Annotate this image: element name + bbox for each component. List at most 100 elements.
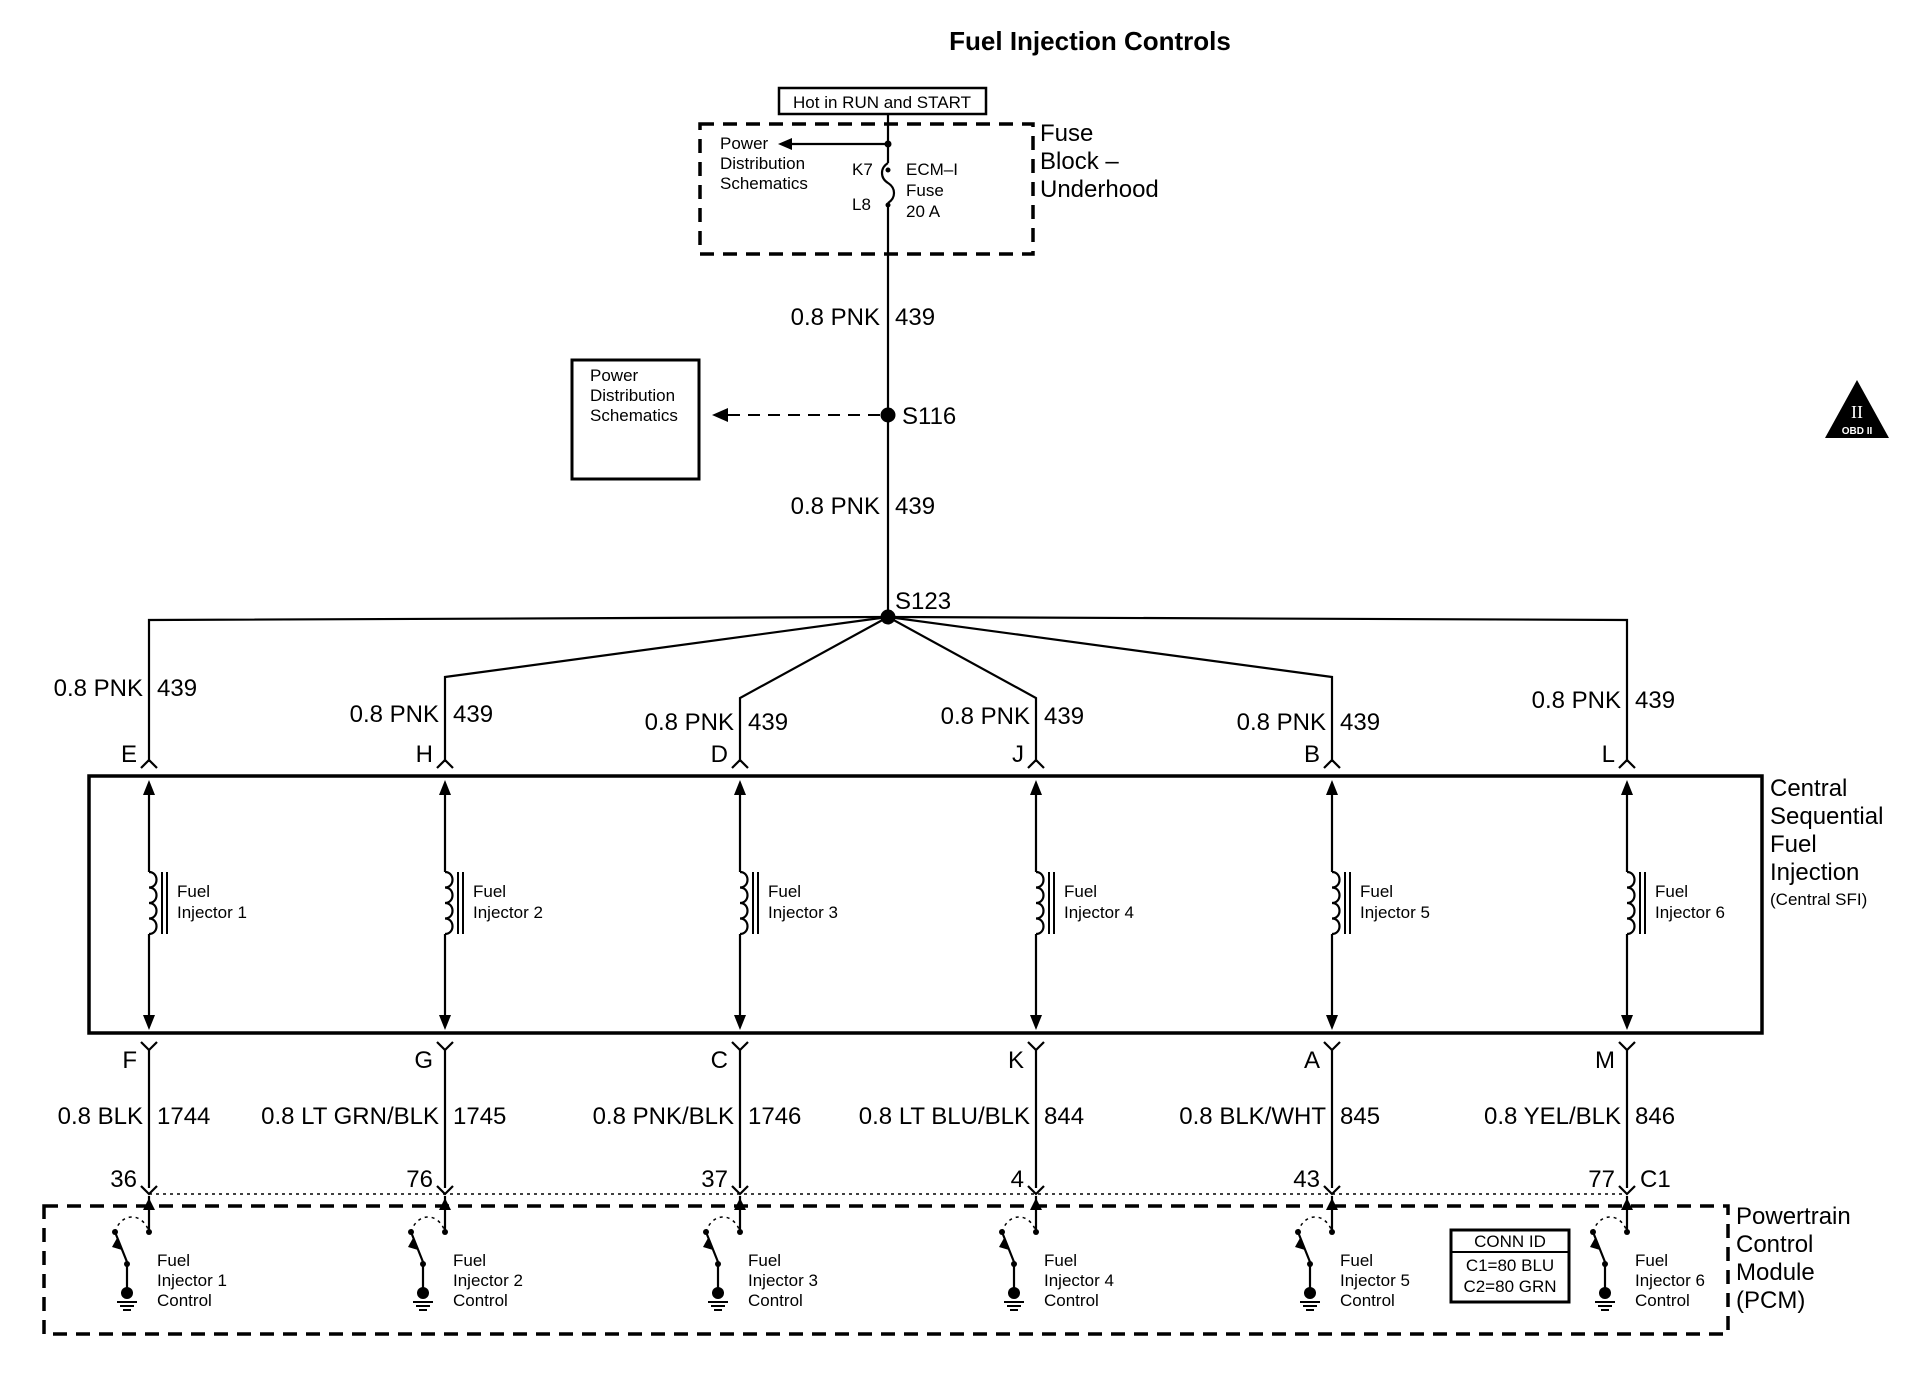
injector-name-2: Fuel — [473, 882, 506, 901]
bottom-connector-terminal-5 — [1323, 1041, 1341, 1052]
sfi-module-outline — [87, 774, 1764, 1035]
switch-dotted-link-3 — [705, 1216, 741, 1233]
feed-wire-6 — [887, 615, 1629, 762]
fuse-label-line-3: 20 A — [906, 202, 941, 221]
pcm-lead-arrow-2 — [439, 1198, 451, 1210]
fuse-power-ref-line-1: Power — [720, 134, 769, 153]
injector-coil-icon-3 — [739, 870, 749, 936]
injector-coil-icon-5 — [1331, 870, 1341, 936]
pcm-lead-arrow-3 — [734, 1198, 746, 1210]
lead-arrow-up-5 — [1326, 780, 1338, 795]
control-label-2-2: Injector 2 — [453, 1271, 523, 1290]
fuse-label-line-2: Fuse — [906, 181, 944, 200]
sfi-module-name-line-3: Fuel — [1770, 831, 1817, 858]
sfi-module-name-line-1: Central — [1770, 775, 1847, 802]
switch-blade-5 — [1296, 1231, 1312, 1263]
pcm-outline — [42, 1204, 1730, 1336]
bottom-pin-label-1: F — [122, 1047, 137, 1074]
top-connector-terminal-4 — [1027, 758, 1045, 769]
switch-contact-top-6 — [1624, 1229, 1630, 1235]
top-circuit-label-6: 439 — [1635, 687, 1675, 714]
fuse-block-name-line-1: Fuse — [1040, 120, 1093, 147]
top-wire-label-4: 0.8 PNK — [941, 703, 1030, 730]
switch-contact-top-1 — [146, 1229, 152, 1235]
control-label-6-3: Control — [1635, 1291, 1690, 1310]
power-ref-box-line-3: Schematics — [590, 406, 678, 425]
top-circuit-label-3: 439 — [748, 709, 788, 736]
lead-arrow-up-3 — [734, 780, 746, 795]
splice-s123-label: S123 — [895, 588, 951, 615]
power-ref-box — [570, 358, 701, 481]
obd-ii-text: OBD II — [1842, 426, 1873, 437]
diagram-title: Fuel Injection Controls — [949, 26, 1231, 56]
top-wire-label-2: 0.8 PNK — [350, 701, 439, 728]
switch-dotted-link-4 — [1001, 1216, 1037, 1233]
switch-arrow-4 — [999, 1238, 1009, 1250]
pcm-pin-label-6: 77 — [1588, 1166, 1615, 1193]
lead-arrow-down-4 — [1030, 1015, 1042, 1030]
injector-coil-icon-4 — [1035, 870, 1045, 936]
top-circuit-label-4: 439 — [1044, 703, 1084, 730]
switch-blade-3 — [704, 1231, 720, 1263]
pcm-connector-terminal-3 — [731, 1185, 749, 1196]
power-ref-box-line-2: Distribution — [590, 386, 675, 405]
pcm-pin-label-2: 76 — [406, 1166, 433, 1193]
control-label-2-1: Fuel — [453, 1251, 486, 1270]
pcm-name-line-1: Powertrain — [1736, 1203, 1851, 1230]
bottom-circuit-label-2: 1745 — [453, 1103, 506, 1130]
control-label-1-2: Injector 1 — [157, 1271, 227, 1290]
top-connector-terminal-5 — [1323, 758, 1341, 769]
pcm-connector-terminal-2 — [436, 1185, 454, 1196]
top-pin-label-5: B — [1304, 741, 1320, 768]
switch-dotted-link-2 — [410, 1216, 446, 1233]
obd-ii-badge: II OBD II — [1825, 380, 1889, 438]
top-wire-label-5: 0.8 PNK — [1237, 709, 1326, 736]
bottom-pin-label-2: G — [414, 1047, 433, 1074]
bottom-circuit-label-3: 1746 — [748, 1103, 801, 1130]
fuse-pin-in-terminal — [885, 167, 891, 173]
fuse-block-outline — [698, 122, 1035, 256]
bottom-connector-terminal-4 — [1027, 1041, 1045, 1052]
switch-dotted-link-6 — [1592, 1216, 1628, 1233]
switch-arrow-5 — [1295, 1238, 1305, 1250]
switch-arrow-6 — [1590, 1238, 1600, 1250]
pcm-pin-label-3: 37 — [701, 1166, 728, 1193]
bottom-circuit-label-5: 845 — [1340, 1103, 1380, 1130]
injector-number-2: Injector 2 — [473, 903, 543, 922]
top-connector-terminal-1 — [140, 758, 158, 769]
top-pin-label-1: E — [121, 741, 137, 768]
ground-node-2 — [417, 1287, 429, 1299]
switch-blade-6 — [1591, 1231, 1607, 1263]
bottom-connector-terminal-2 — [436, 1041, 454, 1052]
injector-number-4: Injector 4 — [1064, 903, 1134, 922]
feed-wire-4 — [887, 616, 1038, 762]
injector-name-4: Fuel — [1064, 882, 1097, 901]
pcm-name-line-2: Control — [1736, 1231, 1813, 1258]
injector-name-1: Fuel — [177, 882, 210, 901]
switch-dotted-link-1 — [114, 1216, 150, 1233]
pcm-lead-arrow-5 — [1326, 1198, 1338, 1210]
fuse-pin-in: K7 — [852, 160, 873, 179]
splice-s116-label: S116 — [902, 403, 956, 430]
ground-node-4 — [1008, 1287, 1020, 1299]
ground-node-1 — [121, 1287, 133, 1299]
sfi-module-sub: (Central SFI) — [1770, 890, 1867, 909]
fuse-block-name-line-2: Block – — [1040, 148, 1119, 175]
injector-number-1: Injector 1 — [177, 903, 247, 922]
bottom-wire-label-5: 0.8 BLK/WHT — [1179, 1103, 1326, 1130]
control-label-4-1: Fuel — [1044, 1251, 1077, 1270]
pcm-pin-label-1: 36 — [110, 1166, 137, 1193]
main-wire-lower-gauge: 0.8 PNK — [791, 493, 880, 520]
pcm-connector-terminal-6 — [1618, 1185, 1636, 1196]
control-label-5-2: Injector 5 — [1340, 1271, 1410, 1290]
control-label-4-3: Control — [1044, 1291, 1099, 1310]
bottom-connector-terminal-6 — [1618, 1041, 1636, 1052]
pcm-lead-arrow-4 — [1030, 1198, 1042, 1210]
switch-blade-1 — [113, 1231, 129, 1263]
bottom-circuit-label-4: 844 — [1044, 1103, 1084, 1130]
lead-arrow-down-2 — [439, 1015, 451, 1030]
